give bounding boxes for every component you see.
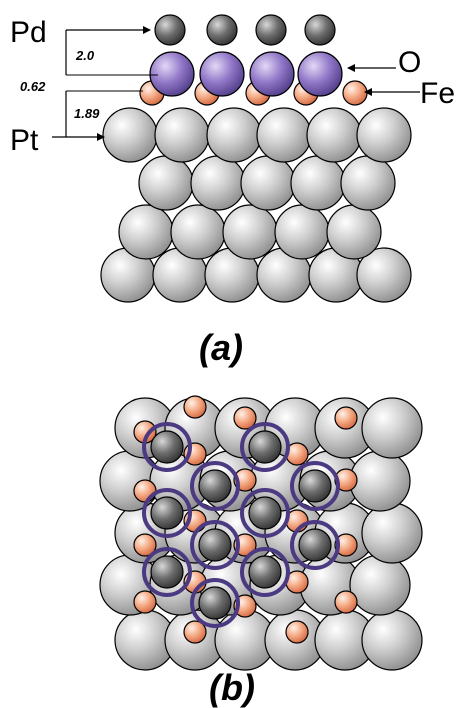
- o-ring-top: [190, 578, 240, 628]
- pt-atom: [118, 204, 174, 260]
- o-ring-top: [290, 520, 340, 570]
- pd-atom-top: [150, 496, 184, 530]
- pt-atom: [102, 107, 158, 163]
- pd-atom-top: [248, 496, 282, 530]
- pt-atom: [306, 107, 362, 163]
- panel-a-caption: (a): [199, 327, 243, 368]
- fe-atom-top: [334, 590, 358, 614]
- pt-atom: [290, 155, 346, 211]
- pt-atom: [206, 107, 262, 163]
- o-atom: [297, 51, 343, 97]
- pt-atom: [190, 155, 246, 211]
- pd-atom-top: [198, 528, 232, 562]
- o-ring-top: [142, 488, 192, 538]
- pd-atom: [154, 14, 186, 46]
- o-layer: [149, 51, 343, 97]
- panel-b-top-view: (b): [99, 395, 423, 708]
- pd-atom-top: [198, 586, 232, 620]
- pt-atom-top: [361, 502, 423, 564]
- pt-label: Pt: [10, 124, 39, 157]
- pt-atom: [356, 247, 412, 303]
- fe-atom-top: [133, 590, 157, 614]
- fe-atom-top: [133, 533, 157, 557]
- fe-atom-top: [183, 620, 207, 644]
- pd-label: Pd: [10, 16, 47, 49]
- fe-pt-distance: 1.89: [74, 106, 100, 121]
- pt-atom: [170, 204, 226, 260]
- pt-atom: [340, 155, 396, 211]
- o-label: O: [398, 46, 421, 79]
- pt-atom: [154, 107, 210, 163]
- o-ring-top: [142, 547, 192, 597]
- pd-atoms-top: [142, 422, 340, 628]
- o-atom: [199, 51, 245, 97]
- pt-atom-top: [361, 397, 423, 459]
- pd-atom-top: [248, 430, 282, 464]
- pd-atom: [255, 14, 287, 46]
- o-ring-top: [240, 422, 290, 472]
- o-atom: [149, 51, 195, 97]
- pd-atom-top: [150, 555, 184, 589]
- pt-atom: [256, 107, 312, 163]
- fe-label: Fe: [420, 77, 455, 110]
- fe-atom-top: [133, 479, 157, 503]
- pd-atom: [304, 14, 336, 46]
- fe-atom-top: [334, 533, 358, 557]
- pd-atom: [206, 14, 238, 46]
- fe-atom-top: [233, 533, 257, 557]
- pd-o-distance: 2.0: [75, 48, 95, 63]
- fe-atom-top: [183, 395, 207, 419]
- pt-atom: [240, 155, 296, 211]
- fe-atom-top: [285, 620, 309, 644]
- fe-atom-top: [233, 406, 257, 430]
- pd-layer: [154, 14, 336, 46]
- pt-substrate-layers: [100, 107, 412, 303]
- pd-atom-top: [150, 430, 184, 464]
- o-atom: [249, 51, 295, 97]
- o-ring-top: [190, 461, 240, 511]
- pd-atom-top: [198, 469, 232, 503]
- pd-atom-top: [298, 469, 332, 503]
- pd-atom-top: [298, 528, 332, 562]
- pt-atom-top: [361, 609, 423, 671]
- fe-atom-top: [334, 406, 358, 430]
- pt-atom: [138, 155, 194, 211]
- pt-atom: [356, 107, 412, 163]
- o-ring-top: [240, 488, 290, 538]
- fe-atom: [342, 80, 368, 106]
- pt-atom: [222, 204, 278, 260]
- o-fe-distance: 0.62: [20, 79, 46, 94]
- o-ring-top: [190, 520, 240, 570]
- pt-atom-top: [349, 554, 411, 616]
- panel-a-side-view: Pd Pt O Fe 2.0 0.62 1.89 (a): [10, 14, 455, 368]
- pt-atom: [326, 204, 382, 260]
- pt-atom-top: [349, 450, 411, 512]
- pd-atom-top: [248, 555, 282, 589]
- o-ring-top: [240, 547, 290, 597]
- panel-b-caption: (b): [209, 667, 255, 708]
- pt-atom: [274, 204, 330, 260]
- o-ring-top: [142, 422, 192, 472]
- o-ring-top: [290, 461, 340, 511]
- fe-atom-top: [334, 468, 358, 492]
